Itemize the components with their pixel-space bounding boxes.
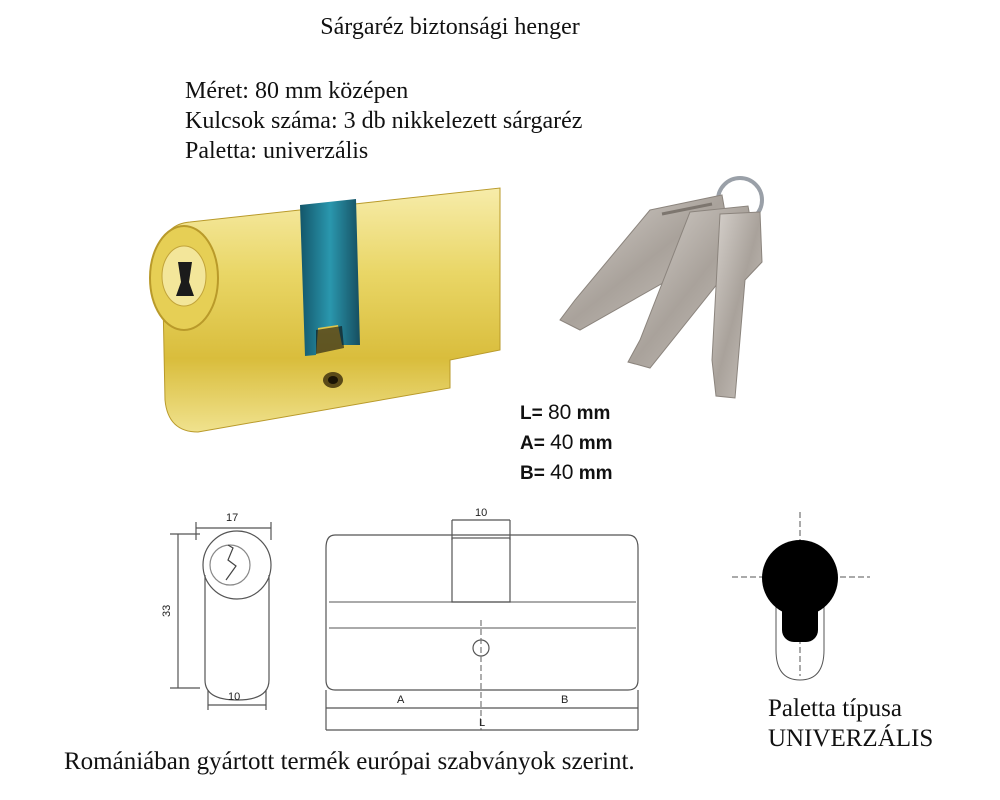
paletta-shape [732,512,870,681]
dimension-l: L= 80 mm [520,401,611,424]
profile-drawing [170,522,272,710]
spec-size: Méret: 80 mm középen [185,78,409,104]
dim-a: A [397,694,405,706]
dim-l: L [479,717,485,729]
dim-width-bottom: 10 [228,691,240,703]
keys-photo [559,176,764,399]
dim-height: 33 [161,605,173,617]
dim-width-top: 17 [226,512,238,524]
side-drawing [325,519,639,731]
page-title: Sárgaréz biztonsági henger [320,14,580,40]
spec-list: Méret: 80 mm középen Kulcsok száma: 3 db… [185,76,582,166]
cylinder-photo [149,187,501,433]
spec-keys: Kulcsok száma: 3 db nikkelezett sárgaréz [185,108,583,134]
dimension-a: A= 40 mm [520,431,613,454]
dim-b: B [561,694,568,706]
paletta-caption-line2: UNIVERZÁLIS [768,725,934,752]
paletta-caption-line1: Paletta típusa [768,695,902,722]
spec-cam: Paletta: univerzális [185,138,369,164]
dimension-b: B= 40 mm [520,461,613,484]
paletta-caption: Paletta típusa UNIVERZÁLIS [768,694,933,754]
dimension-list: L= 80 mm A= 40 mm B= 40 mm [520,398,613,488]
dim-cam: 10 [475,507,487,519]
origin-note: Romániában gyártott termék európai szabv… [64,748,635,775]
